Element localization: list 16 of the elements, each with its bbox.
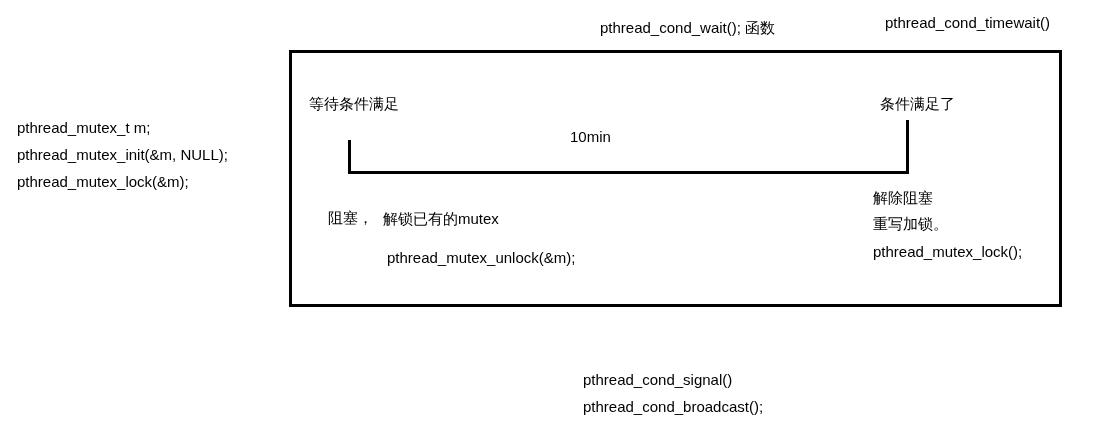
heading-text: pthread_cond_wait(); 函数 [600, 19, 776, 37]
note-text: 等待条件满足 [309, 95, 399, 113]
code-line: pthread_mutex_lock(&m); [17, 173, 189, 191]
code-line: pthread_mutex_init(&m, NULL); [17, 146, 228, 164]
code-line: pthread_mutex_lock(); [873, 243, 1023, 261]
function-name: pthread_cond_timewait() [885, 14, 1051, 32]
function-name: pthread_cond_broadcast(); [583, 398, 764, 416]
note-text: 重写加锁。 [873, 215, 948, 233]
note-text: 条件满足了 [880, 95, 955, 113]
code-line: pthread_mutex_unlock(&m); [387, 249, 576, 267]
note-text: 解锁已有的mutex [383, 210, 499, 228]
note-text: 阻塞， [328, 209, 373, 227]
note-text: 解除阻塞 [873, 189, 933, 207]
code-line: pthread_mutex_t m; [17, 119, 151, 137]
function-name: pthread_cond_signal() [583, 371, 733, 389]
duration-label: 10min [570, 128, 611, 146]
